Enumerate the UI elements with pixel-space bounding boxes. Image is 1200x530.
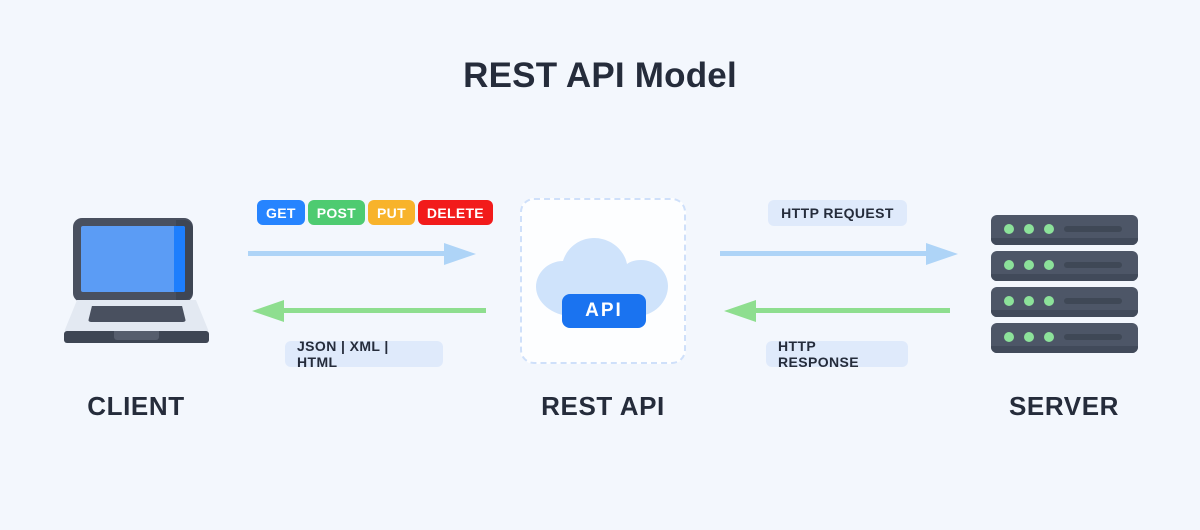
http-request-pill: HTTP REQUEST: [768, 200, 907, 226]
http-response-pill: HTTP RESPONSE: [766, 338, 908, 370]
arrow-api-to-client: [248, 300, 486, 322]
rack-led: [1024, 296, 1034, 306]
rack-led: [1024, 224, 1034, 234]
client-label: CLIENT: [87, 391, 185, 421]
rack-led: [1024, 332, 1034, 342]
rack-shade: [991, 238, 1138, 245]
server-label: SERVER: [1008, 391, 1120, 421]
arrow-server-to-api: [720, 300, 950, 322]
server-rack-unit: [991, 251, 1138, 281]
method-badge-delete[interactable]: DELETE: [417, 200, 493, 225]
api-badge: API: [562, 294, 646, 328]
rack-slot: [1064, 262, 1122, 268]
laptop-trackpad-notch: [114, 331, 159, 340]
laptop-keyboard: [88, 306, 186, 322]
rack-slot: [1064, 334, 1122, 340]
rack-slot: [1064, 298, 1122, 304]
rack-led: [1044, 332, 1054, 342]
server-rack-unit: [991, 323, 1138, 353]
laptop-screen: [81, 226, 185, 292]
method-badge-put[interactable]: PUT: [368, 200, 415, 225]
rack-shade: [991, 310, 1138, 317]
laptop-icon: [64, 218, 209, 348]
server-rack-icon: [991, 215, 1138, 353]
server-rack-unit: [991, 287, 1138, 317]
rack-slot: [1064, 226, 1122, 232]
rack-led: [1004, 260, 1014, 270]
rest-api-label: REST API: [541, 391, 665, 421]
http-method-badges: GET POST PUT DELETE: [257, 200, 493, 225]
server-rack-unit: [991, 215, 1138, 245]
method-badge-get[interactable]: GET: [257, 200, 305, 225]
page-title: REST API Model: [463, 56, 737, 95]
rack-led: [1004, 224, 1014, 234]
arrow-api-to-server: [720, 243, 958, 265]
method-badge-post[interactable]: POST: [307, 200, 366, 225]
rack-led: [1004, 332, 1014, 342]
rack-led: [1044, 224, 1054, 234]
rack-shade: [991, 274, 1138, 281]
rack-led: [1044, 296, 1054, 306]
rack-led: [1044, 260, 1054, 270]
rack-led: [1024, 260, 1034, 270]
rack-shade: [991, 346, 1138, 353]
laptop-screen-edge: [174, 226, 185, 292]
response-formats-pill: JSON | XML | HTML: [285, 338, 443, 370]
rack-led: [1004, 296, 1014, 306]
arrow-client-to-api: [248, 243, 476, 265]
